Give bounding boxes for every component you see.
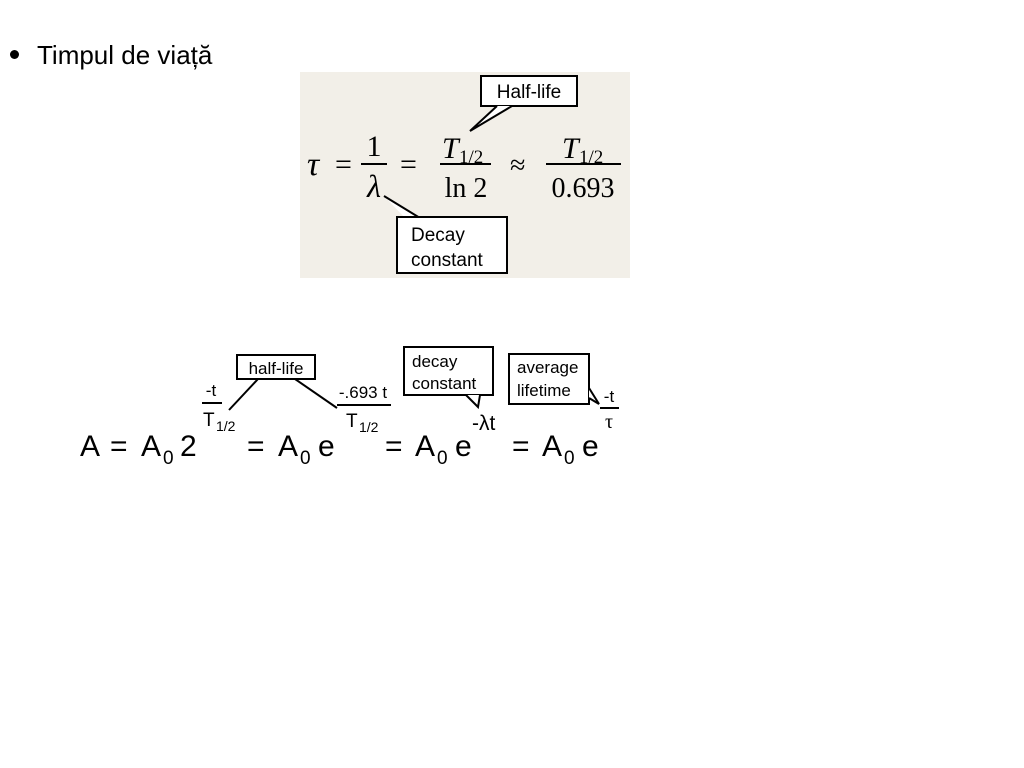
equals-sign: = — [400, 148, 417, 181]
euler-e: e — [582, 430, 599, 463]
bullet-item: Timpul de viață — [10, 40, 212, 71]
initial-activity-symbol: A — [415, 430, 435, 463]
decay-callout-line2: constant — [412, 374, 477, 393]
halflife-callout-label: Half-life — [497, 82, 561, 103]
exponent-numerator: -.693 t — [339, 383, 387, 402]
halflife-callout-pointer-left — [228, 378, 259, 411]
decay-callout-line2: constant — [411, 250, 484, 271]
exponent-halflife-subscript: 1/2 — [359, 419, 379, 435]
exponent-numerator: -t — [206, 381, 217, 400]
initial-activity-subscript: 0 — [437, 448, 448, 469]
equals-sign: = — [512, 430, 530, 463]
equals-sign: = — [335, 148, 352, 181]
base-two: 2 — [180, 430, 197, 463]
halflife-symbol: T — [562, 132, 581, 165]
exponent-halflife-subscript: 1/2 — [216, 418, 236, 434]
approx-sign: ≈ — [510, 150, 525, 181]
halflife-callout-box — [480, 75, 578, 107]
average-lifetime-callout-line2: lifetime — [517, 381, 571, 400]
decay-callout-pointer — [465, 394, 481, 410]
initial-activity-symbol: A — [278, 430, 298, 463]
halflife-subscript: 1/2 — [459, 147, 483, 168]
initial-activity-subscript: 0 — [163, 448, 174, 469]
halflife-symbol: T — [442, 132, 461, 165]
exponent-tau: τ — [605, 411, 613, 433]
exponent-decay: -λt — [472, 412, 495, 435]
average-lifetime-callout-pointer — [588, 387, 600, 405]
equals-sign: = — [247, 430, 265, 463]
tau-symbol: τ — [307, 146, 321, 183]
lambda-symbol: λ — [366, 168, 381, 204]
fraction-numerator-one: 1 — [367, 130, 382, 163]
ln2-denominator: ln 2 — [445, 173, 488, 204]
bullet-icon — [10, 49, 19, 59]
euler-e: e — [455, 430, 472, 463]
halflife-subscript: 1/2 — [579, 147, 603, 168]
halflife-callout-label: half-life — [249, 359, 304, 378]
halflife-callout-box — [236, 354, 316, 380]
euler-e: e — [318, 430, 335, 463]
exponent-numerator: -t — [604, 387, 615, 406]
halflife-callout-pointer-right — [294, 378, 338, 409]
initial-activity-symbol: A — [542, 430, 562, 463]
halflife-callout-pointer — [469, 105, 513, 132]
decay-callout-line1: decay — [412, 352, 458, 371]
exponent-halflife: T — [346, 411, 358, 432]
average-lifetime-callout-line1: average — [517, 358, 578, 377]
equals-sign: = — [110, 430, 128, 463]
decimal-denominator: 0.693 — [552, 173, 615, 204]
average-lifetime-callout-box — [508, 353, 590, 405]
initial-activity-subscript: 0 — [300, 448, 311, 469]
exponent-halflife: T — [203, 410, 215, 431]
initial-activity-symbol: A — [141, 430, 161, 463]
equals-sign: = — [385, 430, 403, 463]
decay-callout-box — [396, 216, 508, 274]
initial-activity-subscript: 0 — [564, 448, 575, 469]
decay-callout-box — [403, 346, 494, 396]
activity-symbol: A — [80, 430, 100, 463]
decay-callout-line1: Decay — [411, 225, 465, 246]
bullet-text: Timpul de viață — [37, 40, 213, 70]
